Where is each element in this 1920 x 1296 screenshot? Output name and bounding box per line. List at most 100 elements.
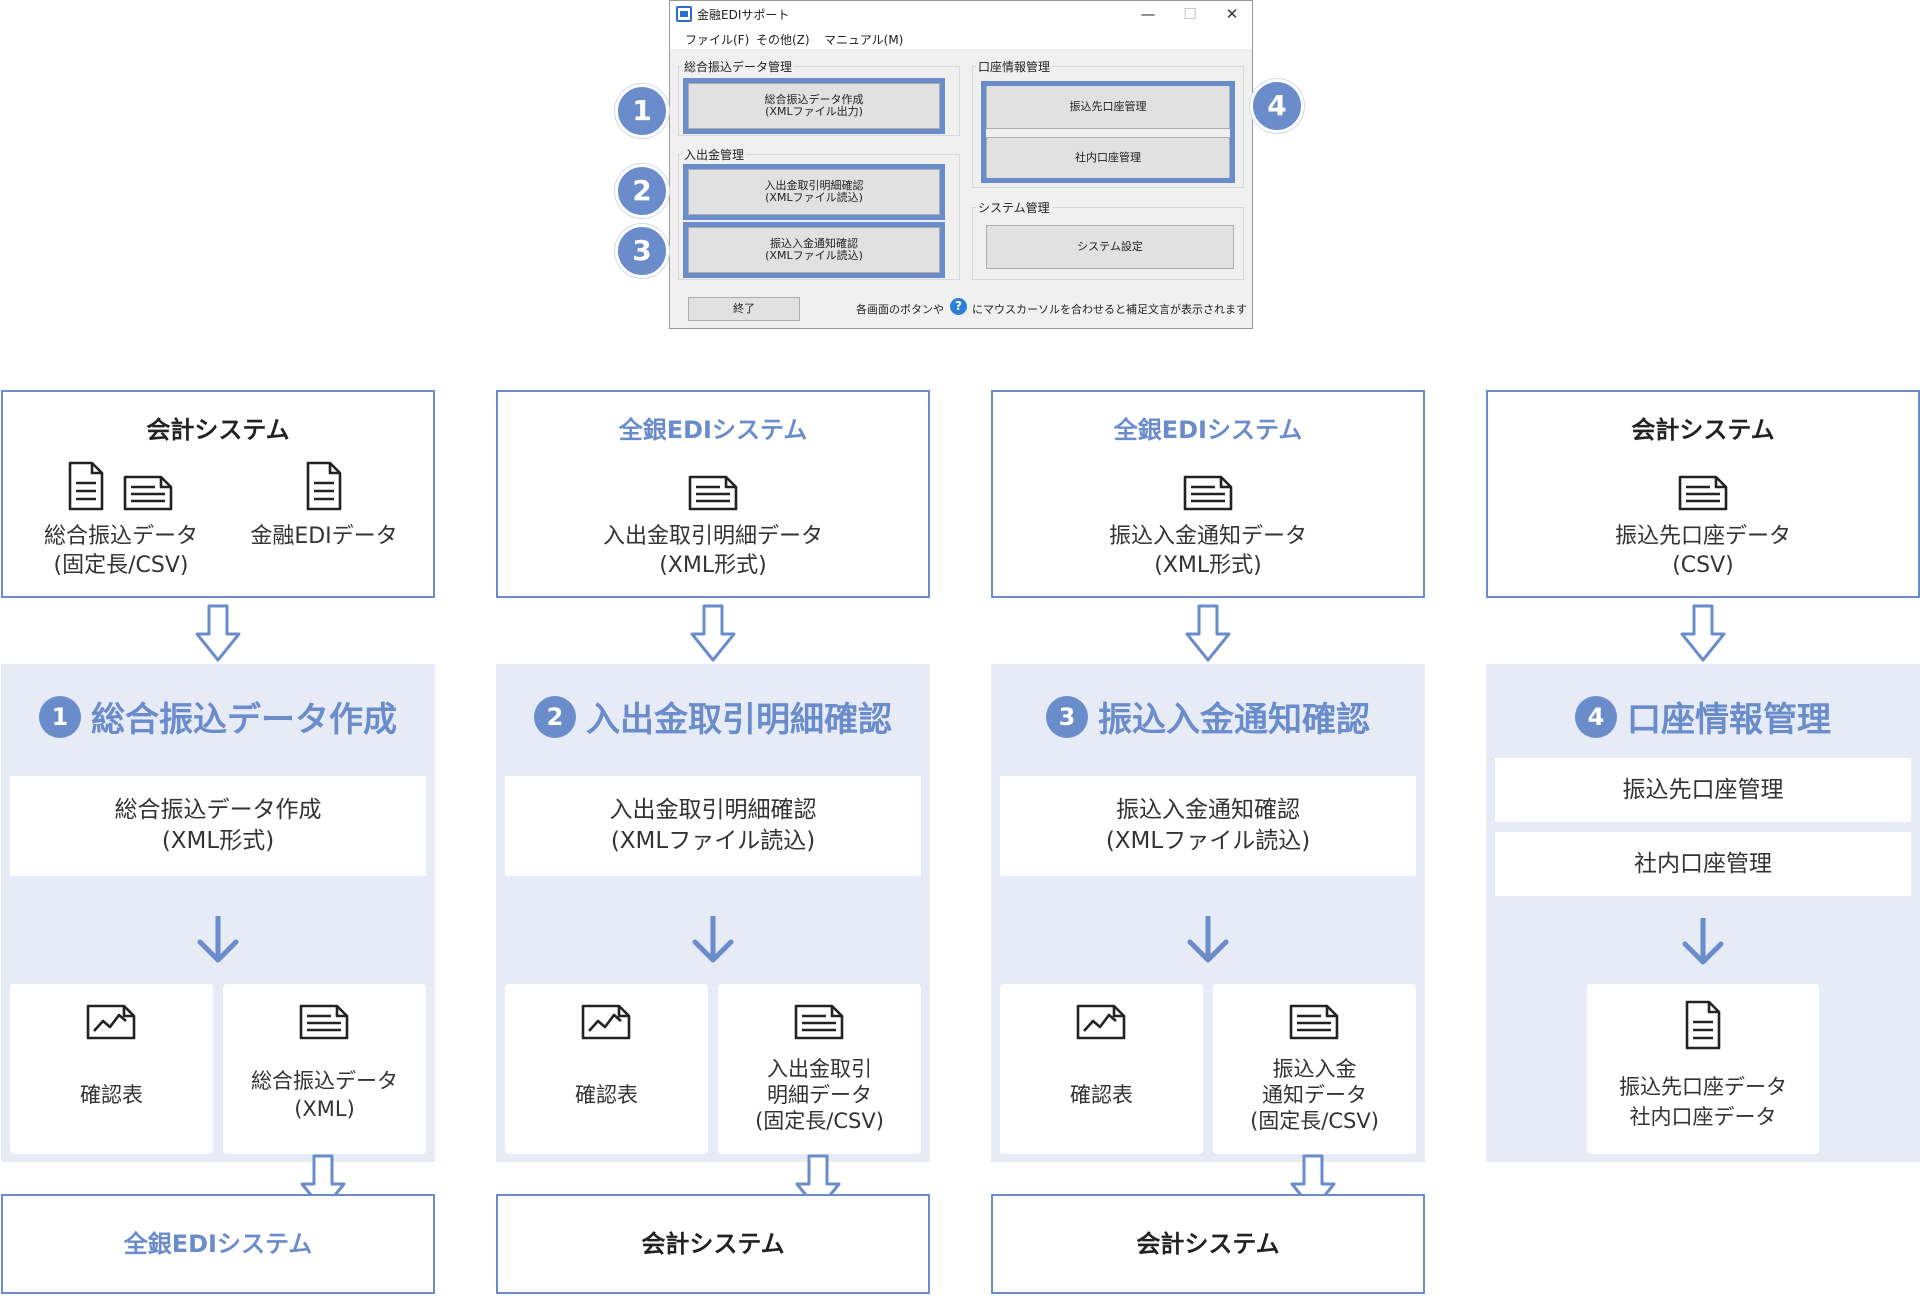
create-transfer-label: 総合振込データ作成: [764, 93, 864, 106]
panel-num-2: 2: [534, 695, 576, 738]
output-card-3a: 確認表: [1000, 984, 1203, 1154]
detail-check-sub: (XMLファイル読込): [765, 191, 863, 204]
panel-title-text-3: 振込入金通知確認: [1098, 700, 1370, 740]
group-account: [972, 66, 1244, 188]
down-arrow: [691, 914, 735, 964]
panel-title-2: 2 入出金取引明細確認: [496, 692, 930, 741]
create-transfer-button[interactable]: 総合振込データ作成 (XMLファイル出力): [688, 83, 940, 129]
document-list-icon: [299, 1004, 349, 1040]
group-inout-title: 入出金管理: [682, 146, 747, 163]
menu-other[interactable]: その他(Z): [756, 33, 810, 47]
system-settings-label: システム設定: [1077, 240, 1143, 253]
panel-num-4: 4: [1575, 695, 1617, 738]
highlight-2: [683, 164, 945, 220]
down-arrow-outline: [195, 604, 241, 662]
down-arrow-outline: [690, 604, 736, 662]
panel-title-text-4: 口座情報管理: [1627, 700, 1831, 740]
output-label-2a: 確認表: [575, 1083, 638, 1107]
source-label-1b: 金融EDIデータ: [250, 524, 398, 549]
document-list-icon: [123, 475, 173, 511]
group-account-title: 口座情報管理: [976, 58, 1053, 75]
dest-account-label: 振込先口座管理: [1069, 100, 1147, 113]
process-sub-1: (XML形式): [161, 828, 275, 854]
output-label-2b: 入出金取引: [767, 1057, 872, 1081]
document-list-icon: [1678, 475, 1727, 511]
process-box-4a: 振込先口座管理: [1495, 758, 1911, 822]
down-arrow: [196, 914, 240, 964]
panel-4: 4 口座情報管理 振込先口座管理 社内口座管理 振込先口座データ 社内口座データ: [1486, 664, 1920, 1162]
source-title-3: 全銀EDIシステム: [1113, 416, 1303, 444]
group-inout: [678, 154, 960, 280]
group-transfer: [678, 66, 960, 136]
source-label-2: 入出金取引明細データ: [602, 524, 823, 549]
process-box-4b: 社内口座管理: [1495, 832, 1911, 896]
help-icon[interactable]: ?: [950, 298, 967, 315]
document-list-icon: [1289, 1004, 1339, 1040]
process-label-3: 振込入金通知確認: [1116, 797, 1300, 823]
panel-title-text-2: 入出金取引明細確認: [586, 700, 892, 740]
document-list-icon: [688, 475, 737, 511]
source-box-3: 全銀EDIシステム 振込入金通知データ (XML形式): [991, 390, 1425, 598]
output-card-3b: 振込入金 通知データ (固定長/CSV): [1213, 984, 1416, 1154]
output-label-4-line2: 社内口座データ: [1629, 1105, 1777, 1129]
source-sub-1a: (固定長/CSV): [53, 553, 189, 578]
process-box-3: 振込入金通知確認 (XMLファイル読込): [1000, 776, 1416, 876]
menu-file[interactable]: ファイル(F): [685, 33, 750, 47]
panel-title-4: 4 口座情報管理: [1486, 692, 1920, 741]
source-item-2: 入出金取引明細データ (XML形式): [498, 456, 928, 580]
notice-check-sub: (XMLファイル読込): [765, 249, 863, 262]
system-settings-button[interactable]: システム設定: [986, 225, 1234, 269]
minimize-button[interactable]: —: [1140, 5, 1156, 23]
notice-check-label: 振込入金通知確認: [770, 237, 858, 250]
dest-box-2: 会計システム: [496, 1194, 930, 1294]
document-icon: [306, 461, 341, 511]
document-icon: [68, 461, 104, 511]
badge-2: 2: [615, 164, 669, 218]
app-window: 金融EDIサポート — ☐ ✕ ファイル(F) その他(Z) マニュアル(M) …: [669, 0, 1253, 329]
chart-icon: [86, 1004, 136, 1040]
panel-3: 3 振込入金通知確認 振込入金通知確認 (XMLファイル読込) 確認表 振込入金…: [991, 664, 1425, 1162]
close-button[interactable]: ✕: [1225, 5, 1239, 23]
output-sub-3b: (固定長/CSV): [1250, 1109, 1379, 1133]
source-box-1: 会計システム 総合振込データ (固定長/CSV) 金融EDIデータ: [1, 390, 435, 598]
notice-check-button[interactable]: 振込入金通知確認 (XMLファイル読込): [688, 227, 940, 273]
highlight-3: [683, 222, 945, 278]
menu-manual[interactable]: マニュアル(M): [824, 33, 904, 47]
document-list-icon: [794, 1004, 844, 1040]
panel-num-3: 3: [1046, 695, 1088, 738]
process-label-2: 入出金取引明細確認: [609, 797, 817, 823]
dest-box-3: 会計システム: [991, 1194, 1425, 1294]
maximize-button[interactable]: ☐: [1183, 5, 1197, 23]
detail-check-button[interactable]: 入出金取引明細確認 (XMLファイル読込): [688, 169, 940, 215]
source-item-1b: 金融EDIデータ: [239, 456, 409, 551]
output-card-4: 振込先口座データ 社内口座データ: [1587, 984, 1819, 1154]
help-text-before: 各画面のボタンや: [856, 303, 944, 316]
process-sub-2: (XMLファイル読込): [610, 828, 816, 854]
source-box-2: 全銀EDIシステム 入出金取引明細データ (XML形式): [496, 390, 930, 598]
source-box-4: 会計システム 振込先口座データ (CSV): [1486, 390, 1920, 598]
source-item-4: 振込先口座データ (CSV): [1488, 456, 1918, 580]
highlight-4: [981, 81, 1235, 183]
document-list-icon: [1183, 475, 1232, 511]
down-arrow: [1681, 916, 1725, 966]
down-arrow: [1186, 914, 1230, 964]
process-label-1: 総合振込データ作成: [114, 797, 322, 823]
window-title: 金融EDIサポート: [697, 8, 790, 22]
help-text-after: にマウスカーソルを合わせると補足文言が表示されます: [972, 303, 1247, 316]
group-system: [972, 207, 1244, 280]
output-label-3b: 振込入金: [1272, 1057, 1357, 1081]
output-card-1b: 総合振込データ (XML): [223, 984, 426, 1154]
internal-account-button[interactable]: 社内口座管理: [986, 137, 1230, 179]
app-icon: [676, 6, 692, 22]
source-label-1a: 総合振込データ: [43, 524, 198, 549]
source-item-1a: 総合振込データ (固定長/CSV): [31, 456, 211, 580]
down-arrow-outline: [1185, 604, 1231, 662]
panel-title-1: 1 総合振込データ作成: [1, 692, 435, 741]
exit-button[interactable]: 終了: [688, 297, 800, 321]
badge-4: 4: [1250, 79, 1304, 133]
detail-check-label: 入出金取引明細確認: [764, 179, 864, 192]
source-label-3: 振込入金通知データ: [1108, 524, 1307, 549]
panel-title-text-1: 総合振込データ作成: [91, 700, 397, 740]
window-titlebar: 金融EDIサポート — ☐ ✕: [670, 1, 1252, 27]
internal-account-label: 社内口座管理: [1075, 151, 1141, 164]
